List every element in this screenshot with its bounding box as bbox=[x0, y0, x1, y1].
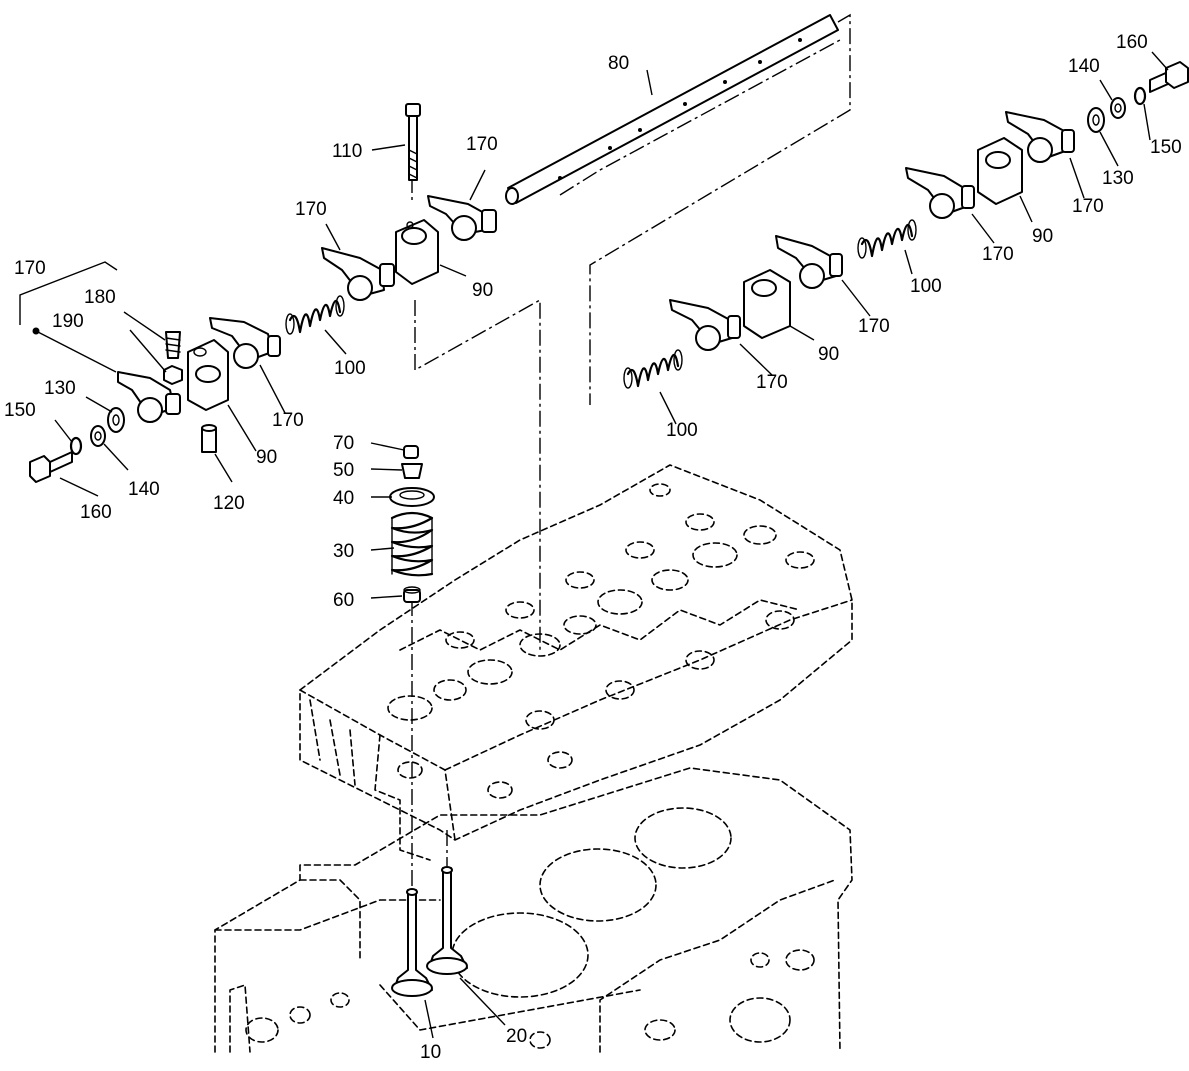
label-170-f: 170 bbox=[858, 316, 890, 337]
spring-100-right-lower bbox=[623, 349, 683, 389]
label-170-d: 170 bbox=[272, 410, 304, 431]
cylinder-block-outline bbox=[214, 767, 853, 1053]
label-190: 190 bbox=[52, 311, 84, 332]
label-150-a: 150 bbox=[4, 400, 36, 421]
label-160-a: 160 bbox=[80, 502, 112, 523]
label-170-b: 170 bbox=[466, 134, 498, 155]
label-140-b: 140 bbox=[1068, 56, 1100, 77]
label-130-a: 130 bbox=[44, 378, 76, 399]
valve-cap-70 bbox=[403, 445, 419, 459]
leader-lines bbox=[54, 51, 1169, 1039]
label-90-b: 90 bbox=[472, 280, 493, 301]
label-120: 120 bbox=[213, 493, 245, 514]
label-140-a: 140 bbox=[128, 479, 160, 500]
rocker-shaft-80 bbox=[505, 14, 839, 205]
rocker-arm-right-4 bbox=[1005, 111, 1075, 163]
spring-100-left bbox=[285, 295, 345, 335]
valve-spring-30 bbox=[390, 511, 434, 577]
washer-130-right bbox=[1087, 107, 1105, 133]
part-labels: 10 20 30 40 50 60 70 80 90 90 90 90 100 … bbox=[4, 32, 1182, 1063]
rocker-arm-mid bbox=[321, 247, 395, 301]
label-160-b: 160 bbox=[1116, 32, 1148, 53]
valve-10 bbox=[391, 888, 433, 997]
label-50: 50 bbox=[333, 460, 354, 481]
label-100-a: 100 bbox=[334, 358, 366, 379]
label-170-c: 170 bbox=[295, 199, 327, 220]
label-150-b: 150 bbox=[1150, 137, 1182, 158]
label-100-b: 100 bbox=[666, 420, 698, 441]
label-130-b: 130 bbox=[1102, 168, 1134, 189]
label-40: 40 bbox=[333, 488, 354, 509]
label-30: 30 bbox=[333, 541, 354, 562]
label-90-d: 90 bbox=[1032, 226, 1053, 247]
adjust-screw-180 bbox=[165, 331, 181, 359]
shaft-drop-line bbox=[414, 298, 541, 650]
washer-140-right bbox=[1110, 97, 1126, 119]
washer-140-left bbox=[90, 425, 106, 447]
cylinder-head-outline bbox=[299, 464, 853, 861]
valve-20 bbox=[426, 866, 468, 975]
snapring-150-left bbox=[69, 436, 83, 456]
rocker-arm-right-3 bbox=[905, 167, 975, 219]
label-20: 20 bbox=[506, 1026, 527, 1047]
label-170-h: 170 bbox=[1072, 196, 1104, 217]
spring-retainer-40 bbox=[389, 487, 435, 507]
rocker-arm-left-outer bbox=[117, 371, 181, 423]
label-80: 80 bbox=[608, 53, 629, 74]
rocker-bracket-90-right-1 bbox=[743, 269, 791, 339]
label-170-g: 170 bbox=[982, 244, 1014, 265]
rocker-arm-right-2 bbox=[775, 235, 843, 289]
label-70: 70 bbox=[333, 433, 354, 454]
label-110: 110 bbox=[332, 141, 362, 162]
shaft-centre-line bbox=[589, 13, 851, 405]
rocker-arm-upper bbox=[427, 195, 497, 241]
rocker-bracket-90-upper bbox=[395, 219, 439, 285]
label-90-a: 90 bbox=[256, 447, 277, 468]
rocker-arm-left-inner bbox=[209, 317, 281, 369]
bolt-160-left bbox=[29, 451, 73, 483]
group-bracket-170 bbox=[19, 261, 118, 325]
label-170-e: 170 bbox=[756, 372, 788, 393]
washer-130-left bbox=[107, 407, 125, 433]
shaft-extension-line bbox=[559, 39, 841, 196]
valve-cotter-50 bbox=[401, 463, 423, 479]
pin-120 bbox=[201, 424, 217, 453]
rocker-bracket-90-lower bbox=[187, 339, 229, 411]
valve-seal-60 bbox=[403, 586, 421, 603]
rocker-bracket-90-right-2 bbox=[977, 137, 1023, 205]
bolt-160-right bbox=[1149, 61, 1189, 93]
group-dot-leader bbox=[35, 330, 117, 373]
label-100-c: 100 bbox=[910, 276, 942, 297]
label-90-c: 90 bbox=[818, 344, 839, 365]
label-60: 60 bbox=[333, 590, 354, 611]
rocker-arm-right-1 bbox=[669, 299, 741, 351]
label-170-group: 170 bbox=[14, 258, 46, 279]
spring-100-right-upper bbox=[857, 219, 917, 259]
locknut-190 bbox=[163, 365, 183, 385]
snapring-150-right bbox=[1133, 86, 1147, 106]
bolt-110 bbox=[405, 103, 421, 181]
label-10: 10 bbox=[420, 1042, 441, 1063]
label-180: 180 bbox=[84, 287, 116, 308]
